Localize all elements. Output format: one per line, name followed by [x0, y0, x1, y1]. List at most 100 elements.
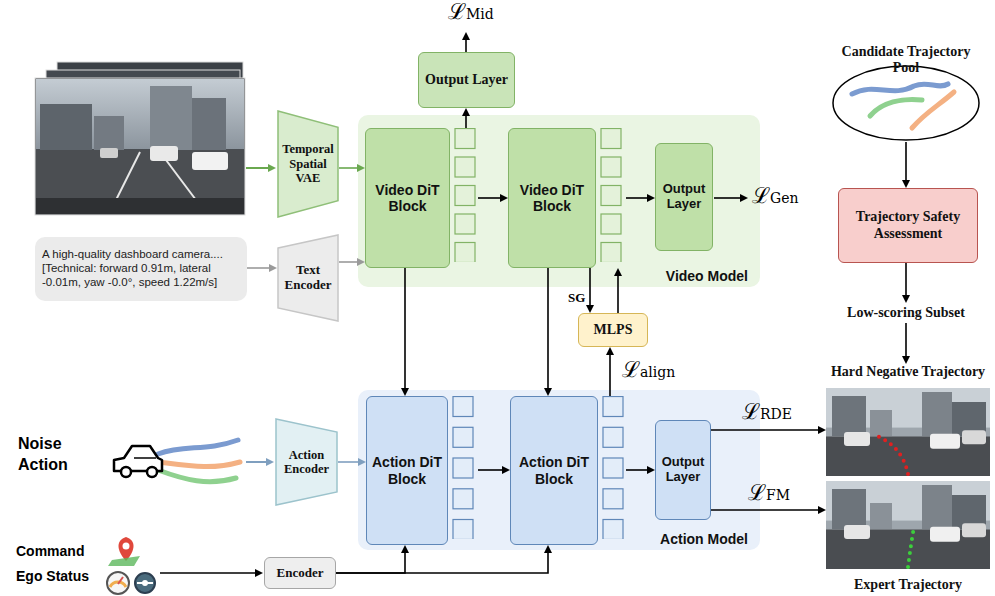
connector-arrow [711, 506, 826, 514]
action-dit-block: Action DiT Block [510, 396, 626, 545]
connector-line [339, 167, 359, 169]
connector-line [404, 268, 406, 390]
photo-frame [826, 388, 990, 480]
connector-arrow [478, 194, 508, 202]
connector-arrow [586, 268, 594, 313]
pool-ellipse [830, 64, 982, 142]
token [453, 427, 473, 447]
connector-line [247, 267, 271, 269]
dit-block-shape: Video DiT Block [365, 128, 450, 268]
connector-line [905, 323, 907, 358]
connector-arrow [626, 194, 655, 202]
dit-block-shape: Action DiT Block [510, 396, 598, 545]
input-label: Noise Action [18, 434, 90, 476]
connector-arrow [478, 466, 510, 474]
connector-arrow [902, 323, 910, 364]
street-photo [826, 388, 990, 476]
token [455, 157, 475, 177]
loss-label: ℒGen [752, 184, 799, 208]
arrow-head [606, 347, 614, 355]
output-layer: Output Layer [418, 52, 515, 108]
connector-line [336, 551, 548, 573]
frames-arrow [246, 164, 276, 172]
mlp-box: MLPS [578, 313, 648, 347]
arrow-head [544, 388, 552, 396]
token [603, 520, 623, 540]
connector-line [711, 429, 820, 431]
connector-arrow [462, 108, 470, 128]
token-column [452, 396, 474, 543]
token [601, 157, 621, 177]
loss-label: ℒMid [448, 0, 494, 24]
token [601, 129, 621, 149]
token-column [454, 128, 476, 266]
token-column [454, 128, 476, 262]
connector-arrow [711, 426, 826, 434]
arrow-head [462, 108, 470, 116]
ego-icons [107, 537, 155, 594]
connector-line [589, 268, 591, 307]
connector-line [478, 197, 502, 199]
vae-encoder: Temporal Spatial VAE [277, 110, 339, 218]
text-prompt: A high-quality dashboard camera.... [Tec… [35, 237, 247, 301]
token [603, 458, 623, 478]
connector-line [626, 469, 649, 471]
node-label: Hard Negative Trajectory [831, 364, 985, 380]
arrow-head [401, 388, 409, 396]
expert-image: Expert Trajectory [826, 481, 990, 593]
edge-label: ℒRDE [742, 400, 792, 424]
gen-loss-arrow [714, 194, 748, 202]
node-label: MLPS [594, 322, 633, 338]
connector-arrow [626, 466, 655, 474]
node-label: Action Model [660, 531, 748, 547]
action-dit-block: Action DiT Block [366, 396, 478, 545]
connector-arrow [247, 264, 277, 272]
safety-assessment: Trajectory Safety Assessment [838, 188, 978, 263]
node-label: Trajectory Safety Assessment [842, 209, 974, 241]
action-model-region: Action Model Action DiT Block Action DiT B… [358, 390, 760, 550]
connector-arrow [606, 347, 614, 396]
connector-arrow [338, 458, 366, 466]
video-dit-block: Video DiT Block [508, 128, 626, 268]
token [603, 397, 623, 417]
video-frames [35, 62, 245, 215]
connector-arrow [401, 268, 409, 396]
region-background [358, 115, 760, 287]
token [601, 214, 621, 234]
connector-line [609, 353, 611, 396]
action-encoder: Action Encoder [275, 418, 338, 506]
ego-encoder: Encoder [264, 557, 336, 589]
connector-line [465, 114, 467, 128]
token [603, 427, 623, 447]
mid-loss-arrow [462, 32, 470, 52]
token-column [600, 128, 622, 266]
arrow-head [357, 258, 365, 266]
token [455, 243, 475, 263]
connector-arrow [336, 545, 552, 573]
arrow-head [818, 426, 826, 434]
node-label: Encoder [277, 566, 324, 581]
node-label: A high-quality dashboard camera.... [Tec… [42, 248, 240, 289]
token [603, 489, 623, 509]
connector-arrow [902, 263, 910, 303]
connector-line [478, 469, 504, 471]
token [601, 186, 621, 206]
token [453, 397, 473, 417]
node-label: Output Layer [659, 455, 707, 485]
node-label: Output Layer [425, 72, 508, 88]
hard-negative-image: Hard Negative Trajectory [826, 364, 990, 476]
arrow-head [269, 264, 277, 272]
arrow-head [357, 164, 365, 172]
arrow-head [500, 194, 508, 202]
trajectory-dots [878, 436, 908, 474]
token [453, 458, 473, 478]
photo-frame [826, 481, 990, 573]
arrow-head [502, 466, 510, 474]
token [455, 186, 475, 206]
arrow-head [902, 356, 910, 364]
connector-line [617, 274, 619, 313]
node-label: Low-scoring Subset [847, 305, 965, 321]
node-label: Video DiT Block [369, 182, 446, 214]
trajectory-pool: Candidate Trajectory Pool [830, 44, 982, 142]
arrow-head [358, 458, 366, 466]
